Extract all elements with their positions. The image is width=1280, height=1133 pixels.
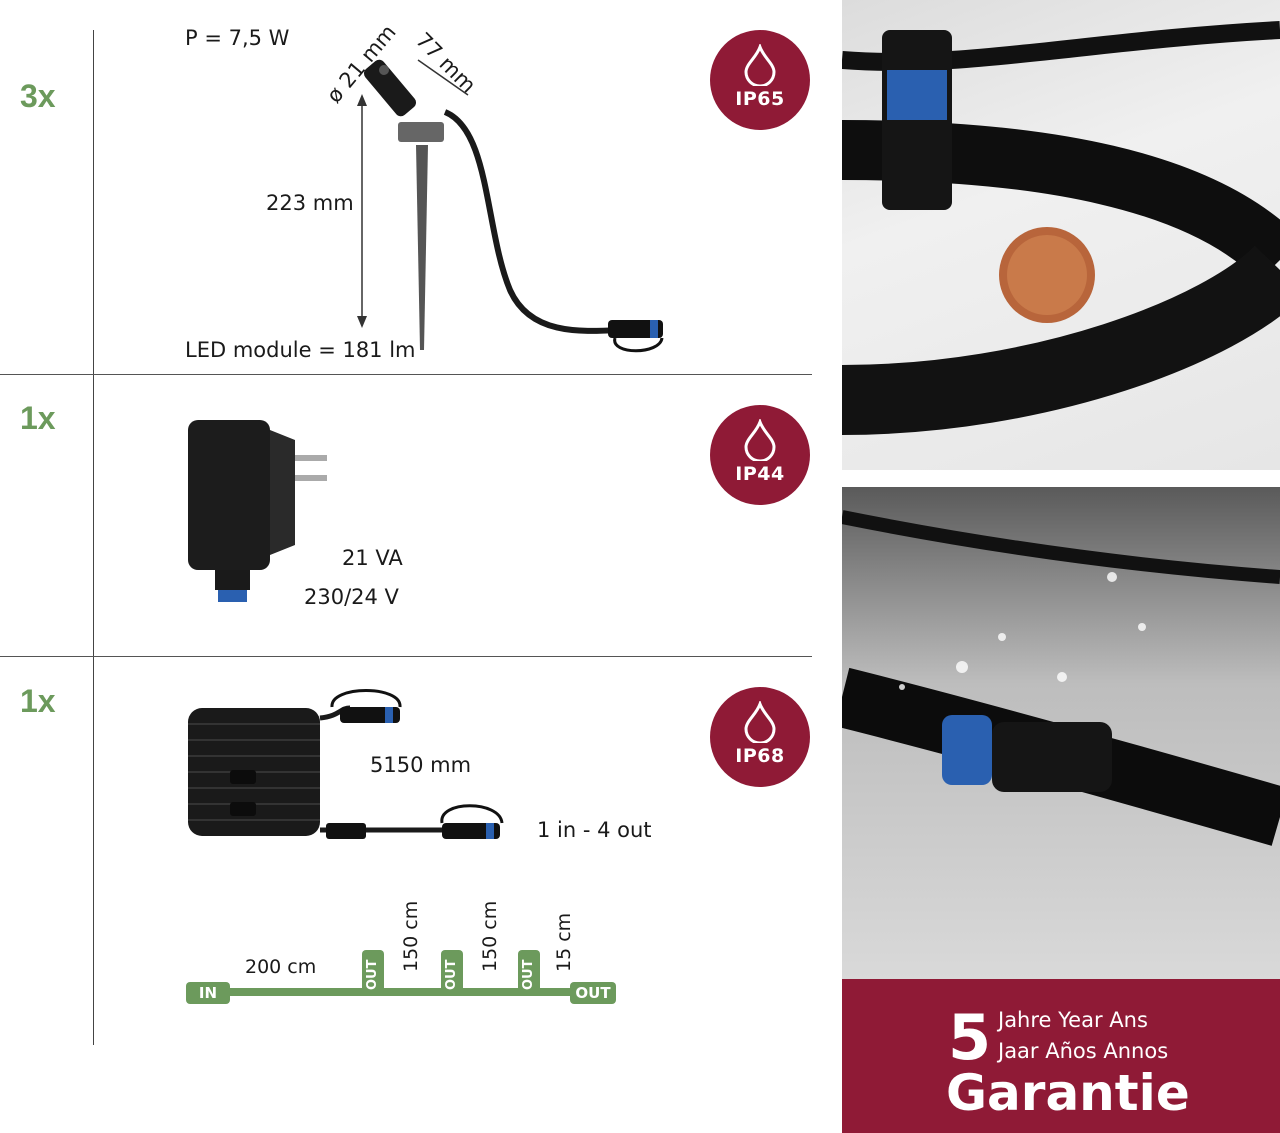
ip65-badge: IP65 xyxy=(710,30,810,130)
power-label: P = 7,5 W xyxy=(185,26,290,50)
height-label: 223 mm xyxy=(266,191,354,215)
segment-label: 150 cm xyxy=(400,900,422,972)
out-tag: OUT xyxy=(570,982,616,1004)
ip-rating: IP44 xyxy=(735,463,785,485)
cable-length-label: 5150 mm xyxy=(370,753,472,777)
splash-photo xyxy=(842,487,1280,979)
segment-label: 200 cm xyxy=(245,956,317,978)
ip44-badge: IP44 xyxy=(710,405,810,505)
out-port-label: OUT xyxy=(521,959,536,990)
ip-rating: IP68 xyxy=(735,745,785,767)
cable-line xyxy=(210,988,590,996)
quantity-label: 3x xyxy=(20,78,56,114)
guarantee-word: Garantie xyxy=(946,1064,1190,1122)
guarantee-line-2: Jaar Años Annos xyxy=(998,1039,1169,1063)
water-drop-icon xyxy=(744,44,776,86)
quantity-label: 1x xyxy=(20,400,56,436)
ip-rating: IP65 xyxy=(735,88,785,110)
segment-label: 150 cm xyxy=(479,900,501,972)
out-port: OUT xyxy=(362,950,384,994)
module-label: LED module = 181 lm xyxy=(185,338,416,362)
voltage-label: 230/24 V xyxy=(304,585,399,609)
guarantee-line-1: Jahre Year Ans xyxy=(998,1008,1148,1032)
out-port-label: OUT xyxy=(365,959,380,990)
water-drop-icon xyxy=(744,419,776,461)
splash-photo-graphic xyxy=(842,510,1280,846)
out-port: OUT xyxy=(518,950,540,994)
connector-coin-photo xyxy=(842,0,1280,470)
io-label: 1 in - 4 out xyxy=(537,818,652,842)
vertical-divider xyxy=(93,30,94,1045)
spot-light-illustration xyxy=(357,59,664,353)
out-port-label: OUT xyxy=(444,959,459,990)
cable-coil-illustration xyxy=(188,689,504,839)
row-divider xyxy=(0,374,812,375)
segment-label: 15 cm xyxy=(553,912,575,972)
guarantee-banner: 5 Jahre Year Ans Jaar Años Annos Garanti… xyxy=(842,979,1280,1133)
out-port: OUT xyxy=(441,950,463,994)
va-label: 21 VA xyxy=(342,546,403,570)
row-divider xyxy=(0,656,812,657)
cable-photo-graphic xyxy=(842,21,1280,435)
quantity-label: 1x xyxy=(20,683,56,719)
guarantee-years-number: 5 xyxy=(948,1001,992,1074)
power-supply-illustration xyxy=(188,420,327,602)
ip68-badge: IP68 xyxy=(710,687,810,787)
water-drop-icon xyxy=(744,701,776,743)
in-tag: IN xyxy=(186,982,230,1004)
